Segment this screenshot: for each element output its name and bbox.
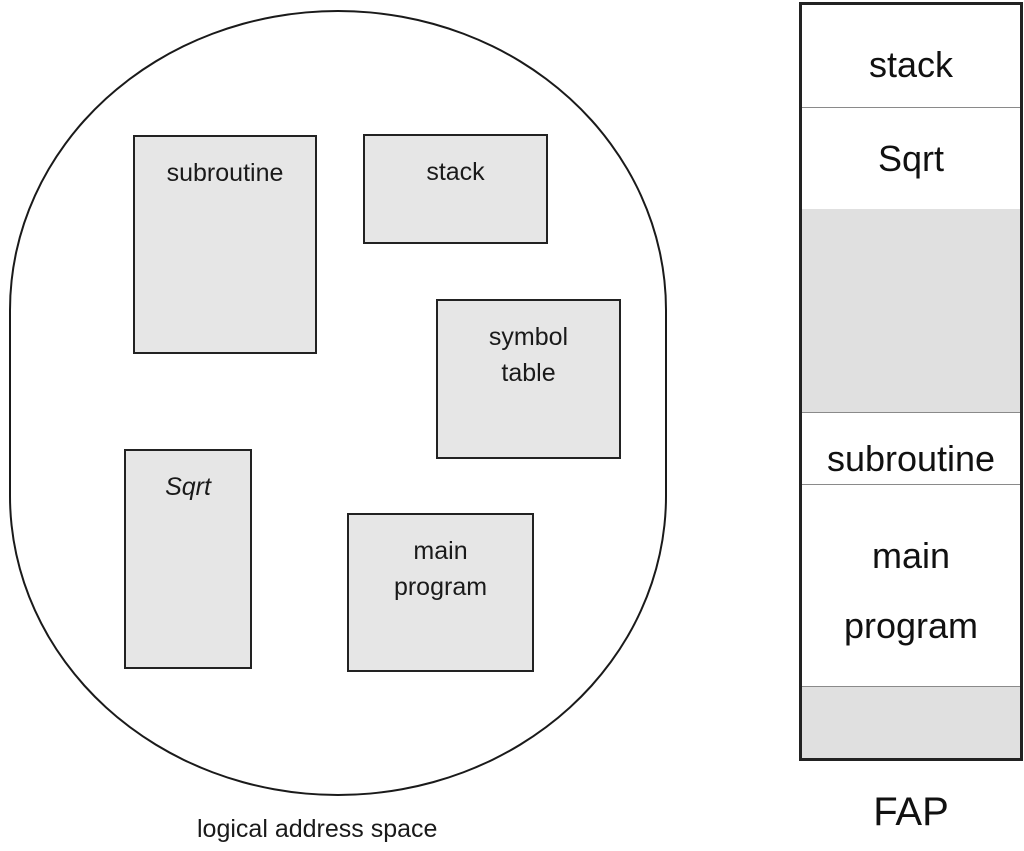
segment-stack: stack — [363, 134, 548, 244]
memory-block-stack-label: stack — [868, 44, 954, 85]
memory-block-subroutine-label: subroutine — [826, 438, 996, 479]
memory-block-stack: stack — [802, 5, 1020, 108]
segment-stack-label: stack — [426, 158, 485, 186]
memory-block-main-program-label-line1: main — [871, 535, 951, 576]
memory-divider — [802, 484, 1020, 485]
memory-block-sqrt-label: Sqrt — [877, 138, 945, 179]
memory-block-main-program: main program — [802, 485, 1020, 686]
segment-main-program: main program — [347, 513, 534, 672]
physical-memory-column: stack Sqrt subroutine main program — [799, 2, 1023, 761]
memory-block-main-program-label-line2: program — [843, 605, 979, 646]
segment-symbol-table-label-line2: table — [501, 359, 556, 387]
logical-address-space-caption: logical address space — [197, 815, 438, 843]
segment-symbol-table-label-line1: symbol — [488, 323, 569, 351]
physical-memory-caption: FAP — [873, 790, 949, 834]
segment-sqrt-label: Sqrt — [165, 473, 211, 501]
memory-divider — [802, 107, 1020, 108]
segment-symbol-table: symbol table — [436, 299, 621, 459]
memory-divider — [802, 412, 1020, 413]
segment-subroutine: subroutine — [133, 135, 317, 354]
memory-block-subroutine: subroutine — [802, 413, 1020, 484]
memory-block-free-2 — [802, 687, 1020, 758]
segment-main-program-label-line2: program — [393, 573, 488, 601]
memory-block-sqrt: Sqrt — [802, 108, 1020, 209]
segment-main-program-label-line1: main — [413, 537, 468, 565]
memory-divider — [802, 686, 1020, 687]
memory-block-free-1 — [802, 209, 1020, 412]
segment-sqrt: Sqrt — [124, 449, 252, 669]
segment-subroutine-label: subroutine — [166, 159, 284, 187]
